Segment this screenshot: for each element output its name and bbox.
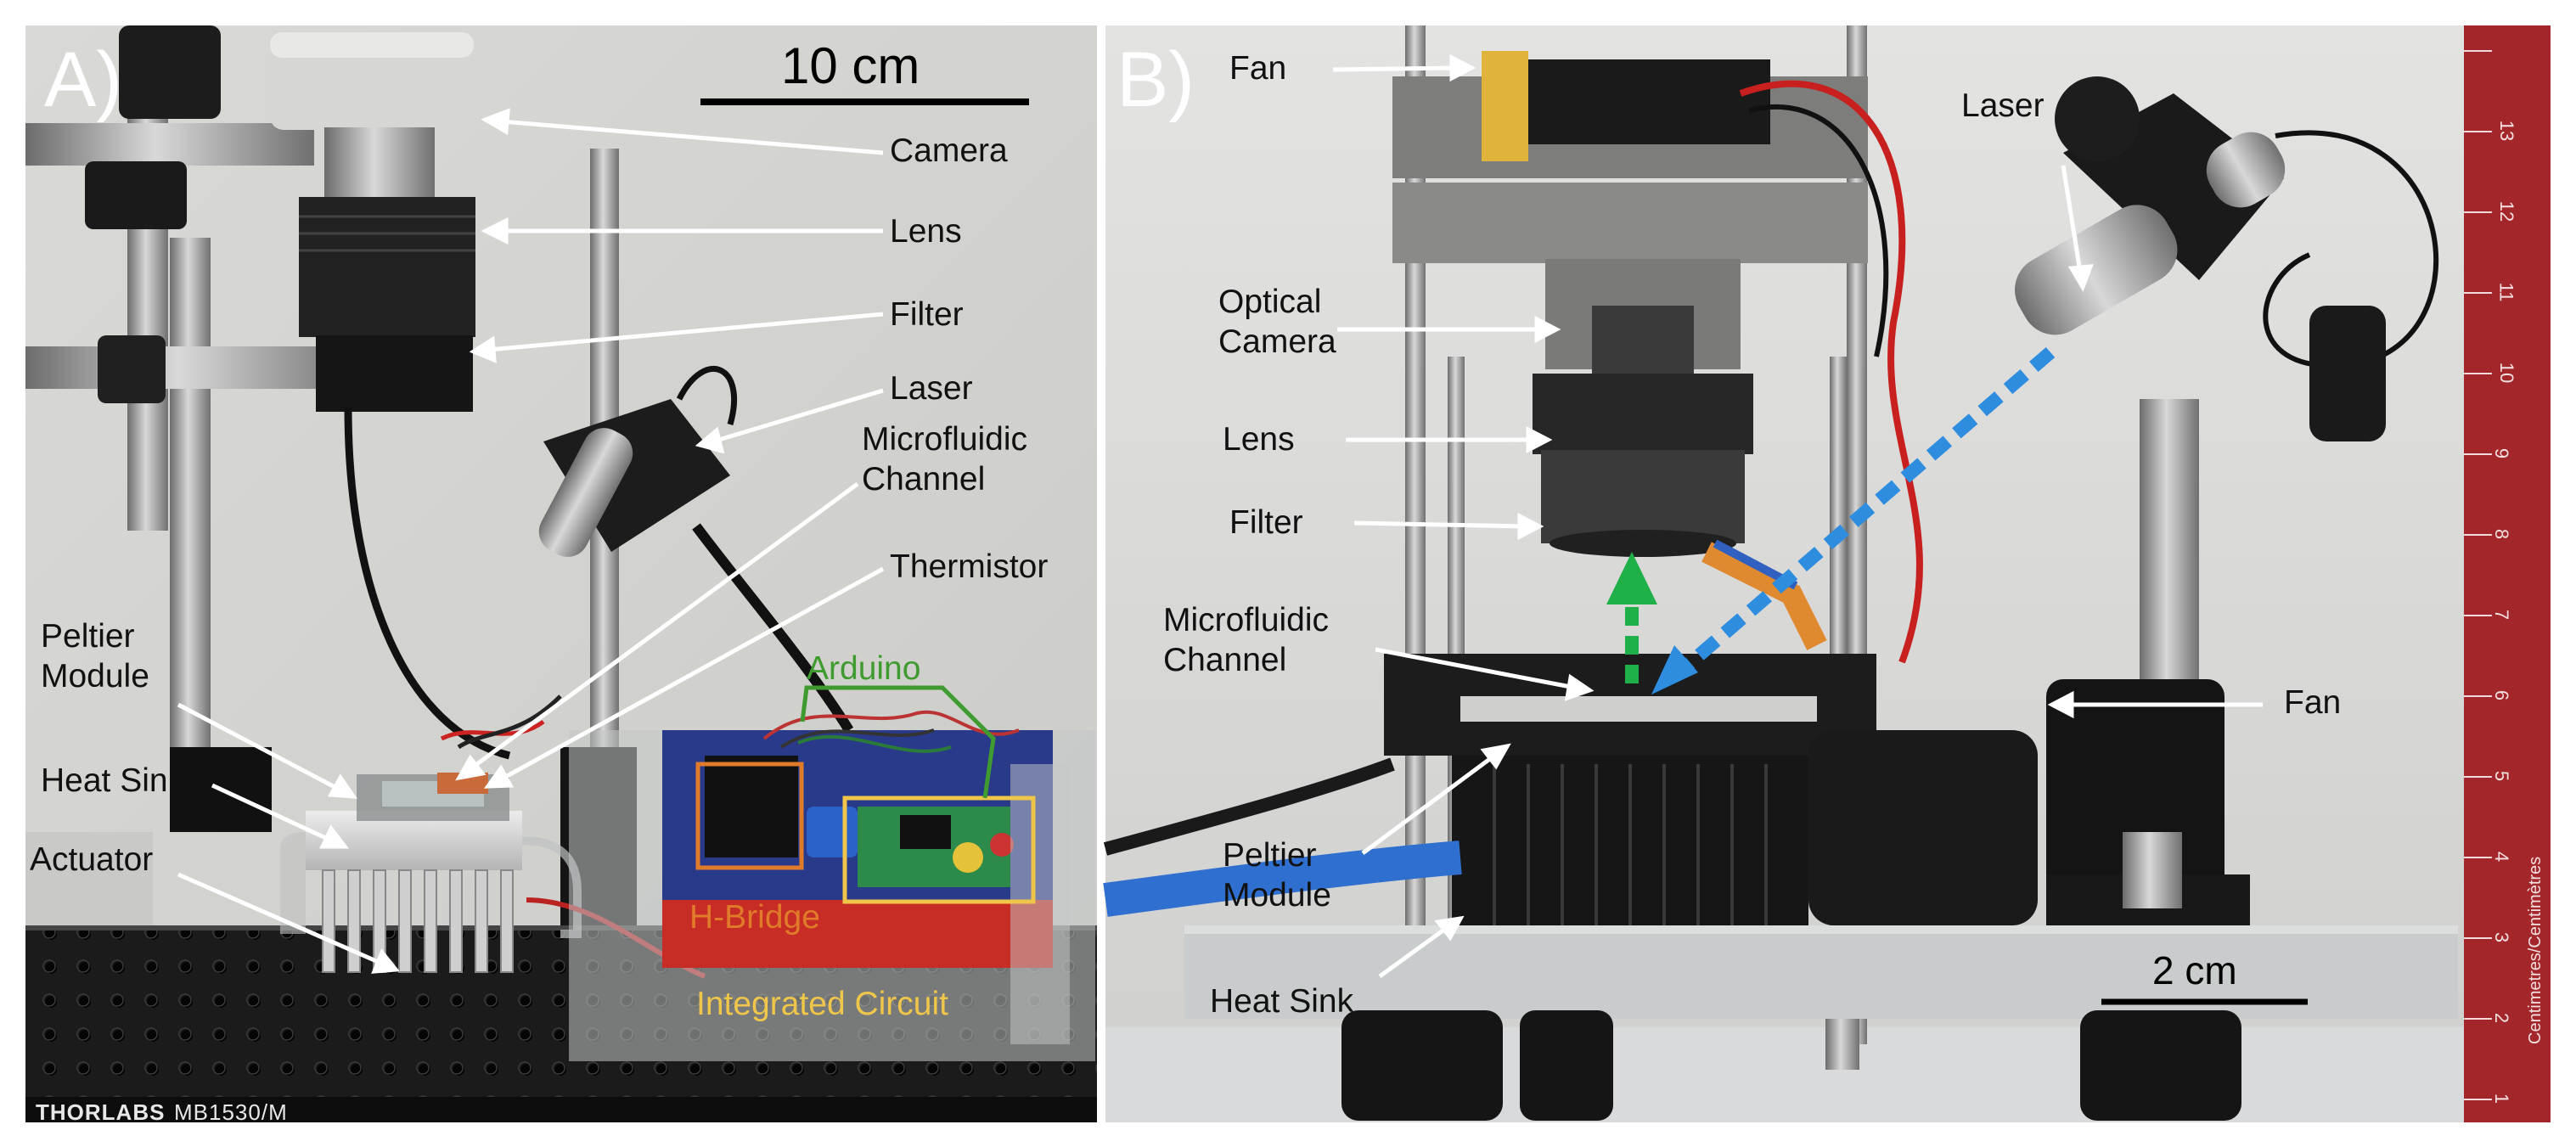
label-integrated-circuit: Integrated Circuit: [696, 986, 948, 1022]
label-microfluidic-channel-b: Microfluidic Channel: [1163, 602, 1330, 678]
label-heat-sink-b: Heat Sink: [1210, 983, 1354, 1020]
label-peltier-module-b: Peltier Module: [1223, 837, 1331, 914]
label-fan-top: Fan: [1229, 50, 1287, 87]
ruler-number: 12: [2496, 200, 2518, 222]
label-heat-sink: Heat Sink: [41, 762, 185, 799]
label-h-bridge: H-Bridge: [689, 899, 820, 936]
panel-a-arrows: [177, 108, 885, 974]
scale-bar-b-label: 2 cm: [2152, 948, 2237, 992]
ruler-number: 7: [2491, 609, 2513, 621]
panel-b-arrows: [1332, 53, 2263, 979]
ruler-unit: Centimetres/Centimètres: [2526, 856, 2545, 1044]
ruler-number: 9: [2491, 447, 2513, 459]
label-actuator: Actuator: [30, 841, 154, 878]
ruler-number: 13: [2496, 120, 2518, 142]
panel-b-letter: B): [1116, 37, 1195, 123]
laser-beam-arrow: [1651, 346, 2056, 694]
breadboard-model: MB1530/M: [174, 1099, 288, 1125]
ruler-number: 8: [2491, 528, 2513, 540]
scale-bar-a-label: 10 cm: [781, 37, 920, 94]
label-lens-b: Lens: [1223, 421, 1295, 458]
label-microfluidic-channel: Microfluidic Channel: [862, 421, 1028, 498]
ruler-number: 3: [2491, 931, 2513, 943]
label-thermistor: Thermistor: [890, 548, 1049, 585]
panel-a-photo: [25, 25, 1097, 1122]
ruler-number: 11: [2495, 282, 2517, 302]
ruler-number: 10: [2496, 362, 2518, 384]
label-laser-b: Laser: [1961, 87, 2044, 124]
label-arduino: Arduino: [807, 650, 921, 687]
panel-a-letter: A): [44, 37, 122, 123]
label-filter: Filter: [890, 296, 964, 333]
ruler-number: 6: [2491, 689, 2513, 701]
ruler-number: 4: [2491, 851, 2513, 863]
ruler-number: 2: [2491, 1012, 2513, 1024]
emission-arrow: [1606, 552, 1657, 683]
ruler: [2464, 25, 2551, 1122]
label-peltier-module: Peltier Module: [41, 618, 149, 694]
label-camera: Camera: [890, 132, 1008, 169]
label-laser: Laser: [890, 370, 973, 407]
label-filter-b: Filter: [1229, 504, 1303, 541]
label-optical-camera: Optical Camera: [1218, 284, 1336, 360]
label-fan-right: Fan: [2284, 684, 2342, 721]
ruler-number: 5: [2491, 770, 2513, 782]
ruler-number: 1: [2491, 1093, 2513, 1105]
breadboard-brand: THORLABS: [36, 1099, 166, 1125]
label-lens: Lens: [890, 213, 962, 250]
